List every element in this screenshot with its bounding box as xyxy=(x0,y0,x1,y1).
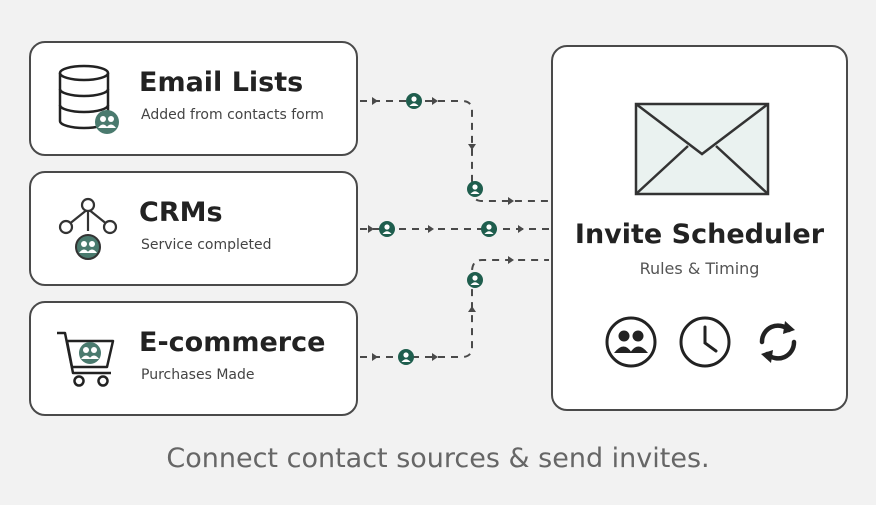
flow-line-email xyxy=(360,100,549,202)
contact-token-icon xyxy=(467,272,483,288)
source-subtitle: Purchases Made xyxy=(141,367,255,383)
source-title: CRMs xyxy=(139,197,223,228)
database-icon xyxy=(58,64,119,134)
invite-scheduler-card[interactable]: Invite Scheduler Rules & Timing xyxy=(551,45,848,411)
refresh-icon xyxy=(759,321,797,363)
source-card-crms[interactable]: CRMs Service completed xyxy=(29,171,358,286)
contact-token-icon xyxy=(398,349,414,365)
arrowhead xyxy=(508,256,514,264)
clock-icon xyxy=(679,316,731,368)
scheduler-title: Invite Scheduler xyxy=(574,219,825,250)
people-badge-icon xyxy=(79,342,101,364)
scheduler-subtitle: Rules & Timing xyxy=(639,259,760,278)
contact-token-icon xyxy=(406,93,422,109)
contact-token-icon xyxy=(467,181,483,197)
arrowhead xyxy=(428,225,434,233)
source-title: E-commerce xyxy=(139,327,326,358)
people-badge-icon xyxy=(75,234,101,260)
arrowhead xyxy=(372,353,378,361)
source-subtitle: Added from contacts form xyxy=(141,107,324,123)
arrowhead xyxy=(432,97,438,105)
arrowhead xyxy=(432,353,438,361)
arrowhead xyxy=(372,97,378,105)
arrowhead xyxy=(368,225,374,233)
arrowhead xyxy=(508,197,514,205)
people-circle-icon xyxy=(605,316,657,368)
envelope-icon xyxy=(634,102,770,196)
shopping-cart-icon xyxy=(57,331,115,387)
people-badge-icon xyxy=(95,110,119,134)
source-card-email-lists[interactable]: Email Lists Added from contacts form xyxy=(29,41,358,156)
contact-token-icon xyxy=(379,221,395,237)
source-card-e-commerce[interactable]: E-commerce Purchases Made xyxy=(29,301,358,416)
arrowhead xyxy=(468,306,476,312)
arrowhead xyxy=(518,225,524,233)
source-subtitle: Service completed xyxy=(141,237,272,253)
network-icon xyxy=(58,197,118,260)
source-title: Email Lists xyxy=(139,67,304,98)
arrowhead xyxy=(468,144,476,150)
flow-line-ecom xyxy=(360,259,549,358)
contact-token-icon xyxy=(481,221,497,237)
diagram-caption: Connect contact sources & send invites. xyxy=(166,443,710,474)
